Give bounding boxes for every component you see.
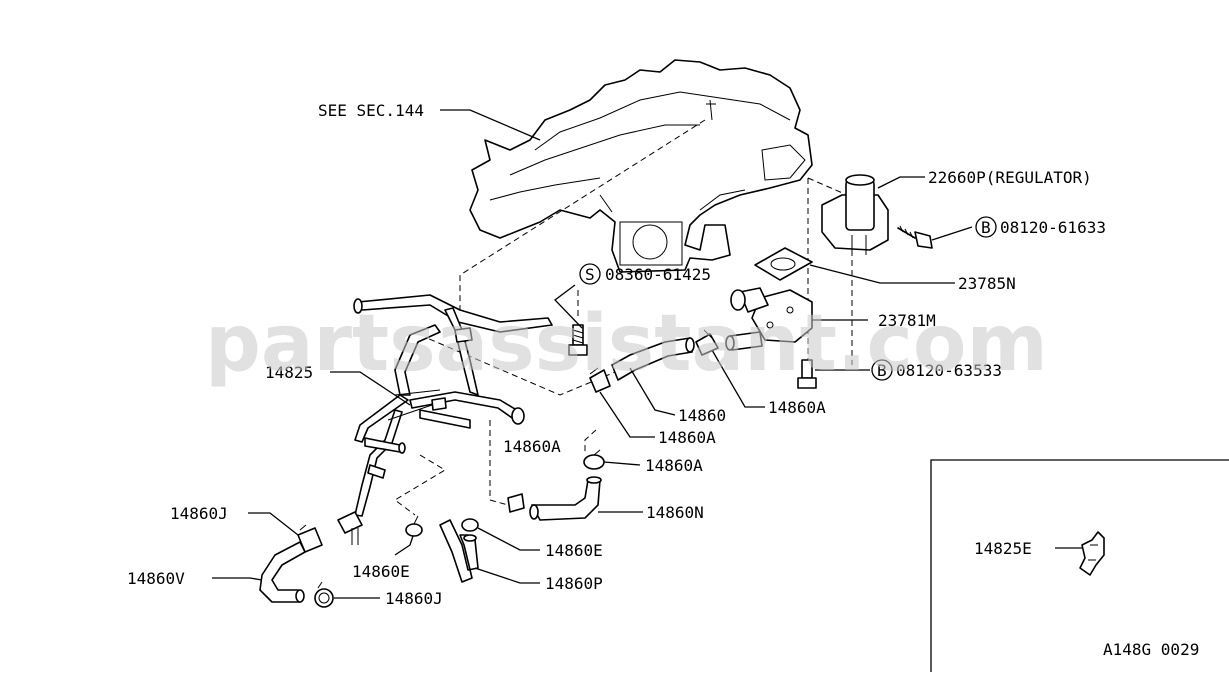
label-clamp-a-1: 14860A	[768, 398, 826, 417]
symbol-circles	[579, 216, 997, 381]
bolt-b-lower	[797, 359, 817, 389]
label-clamp-e-1: 14860E	[545, 541, 603, 560]
label-hose-14860: 14860	[678, 406, 726, 425]
intake-manifold	[469, 59, 813, 273]
label-bolt-2: 08120-63533	[896, 361, 1002, 380]
thermostat-regulator	[821, 174, 889, 255]
bolt-b-upper	[897, 225, 933, 249]
label-screw: 08360-61425	[605, 265, 711, 284]
water-outlet-housing	[725, 287, 813, 351]
label-clamp-j-1: 14860J	[170, 504, 228, 523]
clamp-14860a-mid	[583, 449, 605, 470]
clamp-14860a-left	[589, 367, 611, 393]
label-bolt-1: 08120-61633	[1000, 218, 1106, 237]
water-pipe-assembly	[337, 294, 553, 545]
screw-s	[568, 324, 588, 356]
label-hose-v: 14860V	[127, 569, 185, 588]
symbol-s: S	[585, 265, 595, 284]
label-clamp-j-2: 14860J	[385, 589, 443, 608]
label-clamp-a-4: 14860A	[645, 456, 703, 475]
label-housing: 23781M	[878, 311, 936, 330]
label-hose-n: 14860N	[646, 503, 704, 522]
gasket	[754, 247, 813, 281]
clamp-14860a-low	[507, 493, 525, 513]
symbol-b-upper: B	[981, 218, 991, 237]
bracket-14825e	[1079, 531, 1105, 576]
label-pipe: 14825	[265, 363, 313, 382]
inset-frame	[930, 459, 1229, 672]
hose-14860	[611, 337, 695, 381]
clamp-14860e-right	[461, 518, 479, 532]
hose-14860v	[259, 541, 306, 603]
figure-code: A148G 0029	[1103, 640, 1199, 659]
symbol-b-lower: B	[877, 361, 887, 380]
label-clamp-e-2: 14860E	[352, 562, 410, 581]
clamp-14860e-center	[405, 515, 423, 537]
leader-lines	[212, 109, 1082, 599]
clamp-14860j-lower	[314, 581, 334, 608]
hose-14860p	[439, 519, 479, 583]
label-clamp-a-2: 14860A	[658, 428, 716, 447]
label-gasket: 23785N	[958, 274, 1016, 293]
callout-labels: SEE SEC.144 22660P(REGULATOR) B 08120-61…	[127, 101, 1199, 659]
label-bracket: 14825E	[974, 539, 1032, 558]
label-clamp-a-3: 14860A	[503, 437, 561, 456]
label-regulator: 22660P(REGULATOR)	[928, 168, 1092, 187]
label-hose-p: 14860P	[545, 574, 603, 593]
hose-14860n	[529, 476, 602, 521]
label-see-sec: SEE SEC.144	[318, 101, 424, 120]
watermark: partsassistant.com	[205, 299, 1048, 389]
